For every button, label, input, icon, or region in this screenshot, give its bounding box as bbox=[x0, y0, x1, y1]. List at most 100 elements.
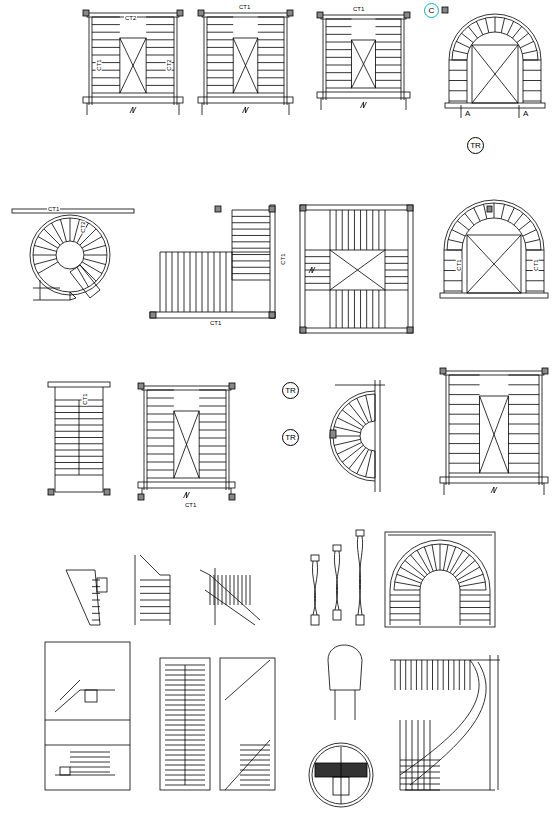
stroke bbox=[424, 720, 425, 790]
stroke bbox=[508, 453, 539, 454]
stroke bbox=[395, 582, 421, 587]
stroke bbox=[232, 248, 270, 249]
stroke bbox=[523, 230, 537, 237]
stroke bbox=[232, 273, 270, 274]
stroke bbox=[421, 660, 422, 690]
stroke bbox=[385, 532, 495, 627]
stroke bbox=[225, 740, 270, 790]
stroke bbox=[372, 210, 373, 250]
stroke bbox=[376, 19, 402, 20]
stroke bbox=[92, 606, 100, 607]
tag-circle: TR bbox=[282, 382, 299, 399]
stroke bbox=[103, 387, 104, 492]
stroke bbox=[326, 65, 352, 66]
stroke bbox=[226, 575, 227, 605]
stroke bbox=[390, 613, 420, 614]
stroke bbox=[523, 60, 524, 103]
stroke bbox=[199, 462, 226, 463]
stroke bbox=[179, 103, 180, 115]
stroke bbox=[233, 38, 258, 93]
ct-label: CT1 bbox=[47, 206, 60, 212]
stroke bbox=[305, 283, 330, 284]
stroke bbox=[523, 60, 541, 61]
stroke bbox=[45, 745, 130, 746]
stroke bbox=[84, 259, 106, 265]
stroke bbox=[333, 436, 360, 437]
stroke bbox=[147, 462, 174, 463]
stroke bbox=[82, 237, 102, 249]
stroke bbox=[92, 600, 100, 601]
stroke bbox=[385, 283, 408, 284]
stroke bbox=[199, 454, 226, 455]
stroke bbox=[523, 90, 541, 91]
stroke bbox=[52, 223, 64, 243]
stroke bbox=[229, 494, 235, 500]
stroke bbox=[202, 13, 289, 17]
stroke bbox=[92, 17, 93, 105]
stroke bbox=[140, 606, 170, 607]
stroke bbox=[34, 259, 56, 265]
stroke bbox=[317, 92, 410, 98]
stroke bbox=[372, 290, 373, 328]
stroke bbox=[326, 80, 352, 81]
stroke bbox=[405, 660, 406, 690]
stroke bbox=[146, 85, 174, 86]
stroke bbox=[215, 568, 216, 625]
stroke bbox=[92, 613, 100, 614]
stroke bbox=[66, 570, 100, 625]
stroke bbox=[360, 290, 361, 328]
stroke bbox=[342, 290, 343, 328]
stroke bbox=[207, 62, 233, 63]
stroke bbox=[84, 245, 106, 251]
ct-label: CT1 bbox=[184, 502, 197, 508]
stroke bbox=[334, 427, 360, 433]
stroke bbox=[140, 580, 170, 581]
stroke bbox=[361, 102, 367, 108]
stroke bbox=[232, 216, 270, 217]
stroke bbox=[147, 446, 174, 447]
stroke bbox=[142, 386, 231, 390]
ct-label: A bbox=[464, 110, 471, 118]
stroke bbox=[207, 55, 233, 56]
stroke bbox=[92, 93, 120, 94]
stroke bbox=[330, 210, 331, 250]
stroke bbox=[214, 575, 215, 605]
stroke bbox=[376, 49, 402, 50]
stroke bbox=[397, 574, 421, 583]
stroke bbox=[470, 660, 471, 690]
stroke bbox=[360, 210, 361, 250]
stroke bbox=[243, 107, 249, 113]
stroke bbox=[190, 252, 191, 312]
stroke bbox=[444, 371, 544, 375]
stroke bbox=[508, 375, 539, 376]
stroke bbox=[258, 93, 284, 94]
stroke bbox=[460, 613, 490, 614]
stroke bbox=[385, 276, 408, 277]
stroke bbox=[400, 720, 401, 790]
stroke bbox=[444, 483, 445, 495]
stroke bbox=[150, 312, 275, 318]
stroke bbox=[508, 394, 539, 395]
stroke bbox=[472, 45, 518, 103]
stroke bbox=[444, 280, 462, 281]
stroke bbox=[349, 403, 366, 424]
stroke bbox=[305, 210, 408, 328]
stroke bbox=[523, 80, 541, 81]
stroke bbox=[232, 229, 270, 230]
stroke bbox=[198, 97, 293, 103]
stroke bbox=[225, 660, 270, 700]
stroke bbox=[215, 206, 221, 212]
stroke bbox=[240, 750, 270, 751]
stroke bbox=[449, 453, 480, 454]
stroke bbox=[449, 433, 480, 434]
stroke bbox=[199, 430, 226, 431]
stroke bbox=[449, 14, 541, 60]
stroke bbox=[388, 535, 492, 536]
stroke bbox=[220, 252, 221, 312]
stroke bbox=[449, 404, 480, 405]
stroke bbox=[222, 575, 223, 605]
stroke bbox=[416, 660, 417, 690]
stroke bbox=[390, 660, 500, 661]
stroke bbox=[258, 32, 284, 33]
stroke bbox=[287, 17, 288, 105]
